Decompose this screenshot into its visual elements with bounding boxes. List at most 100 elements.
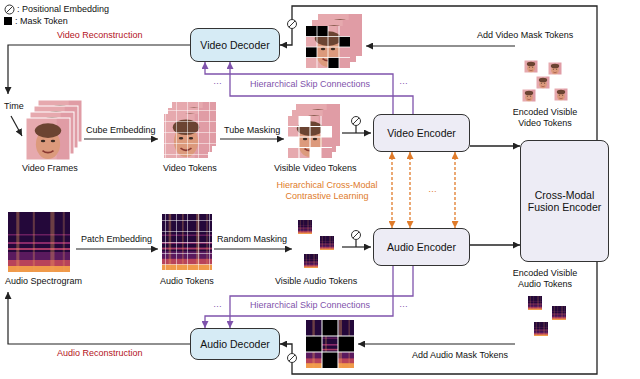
axis-label: Time <box>4 101 24 112</box>
reconstruction-label: Audio Reconstruction <box>57 348 143 359</box>
image-caption: Video Frames <box>22 163 78 174</box>
step-label: Tube Masking <box>224 125 280 136</box>
visible-audio-tokens <box>320 236 334 250</box>
masked-video-tokens <box>306 14 362 68</box>
token-caption: Encoded Visible Audio Tokens <box>502 268 588 290</box>
masked-video-tokens <box>306 26 350 68</box>
skip-connection-lines <box>230 62 413 114</box>
visible-video-tokens <box>288 137 299 148</box>
encoded-video-tokens <box>554 88 568 101</box>
legend-row: : Positional Embedding <box>4 3 109 15</box>
encoded-video-tokens <box>536 76 550 89</box>
image-caption: Visible Audio Tokens <box>275 276 357 287</box>
flow-arrows <box>220 138 284 139</box>
encoded-video-tokens <box>522 60 568 102</box>
flow-arrows <box>366 45 515 46</box>
positional-embedding-symbols <box>288 20 297 29</box>
masked-video-tokens <box>328 58 339 69</box>
connector-label: Hierarchical Skip Connections <box>248 79 372 90</box>
image-caption: Video Tokens <box>163 163 217 174</box>
positional-embedding-symbols <box>288 354 297 363</box>
box-label: Video Decoder <box>200 39 269 51</box>
skip-connection-lines <box>230 266 413 328</box>
legend-swatch <box>4 17 12 25</box>
step-label: Cube Embedding <box>86 125 156 136</box>
flow-arrows <box>214 248 292 249</box>
ellipsis: … <box>399 76 408 87</box>
flow-arrows <box>355 240 356 248</box>
masked-video-tokens <box>339 37 350 48</box>
visible-video-tokens <box>288 104 340 158</box>
encoded-audio-tokens <box>528 296 542 310</box>
step-label: Add Video Mask Tokens <box>477 30 573 41</box>
flow-arrows <box>358 343 515 344</box>
legend-symbol <box>4 4 15 15</box>
ellipsis: … <box>213 76 222 87</box>
flow-arrows <box>355 126 356 134</box>
masked-audio-tokens <box>322 352 338 368</box>
image-caption: Visible Video Tokens <box>274 163 357 174</box>
visible-audio-tokens <box>298 220 312 234</box>
time-arrow <box>11 116 22 136</box>
encoded-video-tokens <box>548 62 562 75</box>
masked-audio-tokens <box>322 320 338 336</box>
masked-audio-tokens <box>306 336 322 352</box>
flow-arrows <box>84 138 158 139</box>
legend-symbol <box>5 5 14 14</box>
audio-tokens <box>162 214 212 270</box>
masked-audio-tokens <box>306 320 354 368</box>
visible-video-tokens <box>288 116 332 158</box>
flow-arrows <box>8 45 190 94</box>
positional-embedding-symbols <box>352 117 361 126</box>
masked-audio-tokens <box>306 320 354 368</box>
video-frames <box>26 118 70 160</box>
box-label: Video Encoder <box>387 127 456 139</box>
masked-audio-tokens <box>338 336 354 352</box>
ellipsis: … <box>213 299 222 310</box>
image-caption: Audio Tokens <box>160 276 214 287</box>
encoded-video-tokens <box>548 62 562 75</box>
token-caption: Encoded Visible Video Tokens <box>502 107 588 129</box>
step-label: Patch Embedding <box>81 234 152 245</box>
step-label: Add Audio Mask Tokens <box>412 350 508 361</box>
legend-symbol <box>6 6 12 12</box>
ellipsis: … <box>399 299 408 310</box>
masked-video-tokens <box>306 47 317 58</box>
legend: : Positional Embedding: Mask Token <box>4 3 109 27</box>
skip-connection-lines <box>230 62 413 328</box>
video-tokens <box>164 114 208 158</box>
encoded-video-tokens <box>524 60 538 73</box>
contrastive-link <box>391 152 392 228</box>
audio-spectrogram <box>8 212 70 272</box>
video-frames <box>26 100 82 160</box>
visible-audio-tokens <box>304 254 318 268</box>
encoded-video-tokens <box>536 76 550 89</box>
masked-video-tokens <box>306 26 317 37</box>
encoded-audio-tokens <box>552 306 566 320</box>
fusion-encoder-box: Cross-Modal Fusion Encoder <box>520 140 609 262</box>
positional-embedding-symbols <box>352 231 361 240</box>
masked-video-tokens <box>317 26 328 37</box>
encoded-video-tokens <box>524 60 538 73</box>
visible-audio-tokens <box>298 220 334 268</box>
step-label: Random Masking <box>217 234 287 245</box>
encoder-box: Video Encoder <box>373 114 470 152</box>
video-frames <box>26 118 70 160</box>
masked-video-tokens <box>306 26 350 68</box>
flow-arrows <box>8 292 190 344</box>
skip-connection <box>205 62 393 114</box>
audio-tokens <box>162 214 212 270</box>
connector-label: Hierarchical Skip Connections <box>248 300 372 311</box>
masked-audio-tokens <box>306 320 354 368</box>
image-caption: Audio Spectrogram <box>5 276 82 287</box>
decoder-box: Audio Decoder <box>190 328 280 360</box>
flow-arrows <box>76 248 158 249</box>
encoded-video-tokens <box>522 89 536 102</box>
encoded-audio-tokens <box>534 322 548 336</box>
encoder-box: Audio Encoder <box>373 228 470 266</box>
encoded-video-tokens <box>554 88 568 101</box>
ellipsis: … <box>428 184 437 195</box>
flow-arrow <box>470 145 520 146</box>
box-label: Cross-Modal Fusion Encoder <box>526 189 603 213</box>
